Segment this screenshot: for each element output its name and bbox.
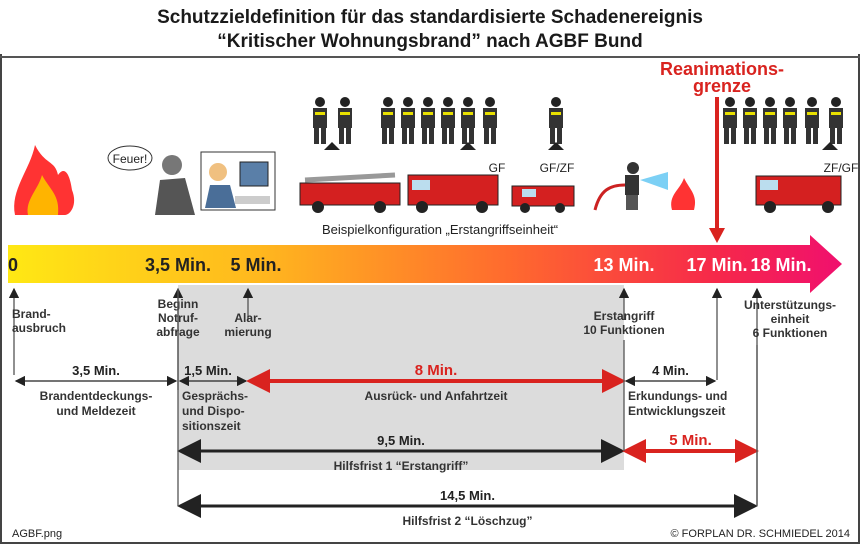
marker-description: Unterstützungs- xyxy=(744,298,836,312)
firefighter-icon xyxy=(313,97,327,144)
marker-label: 0 xyxy=(8,255,18,275)
label-zf-gf: ZF/GF xyxy=(824,161,859,175)
marker-description: Alar- xyxy=(234,311,261,325)
span-duration: 5 Min. xyxy=(669,432,712,449)
firefighter-icon xyxy=(441,97,455,144)
firefighter-icon xyxy=(783,97,797,144)
marker-label: 13 Min. xyxy=(593,255,654,275)
span-description: sitionszeit xyxy=(182,419,241,433)
example-caption: Beispielkonfiguration „Erstangriffseinhe… xyxy=(322,222,558,237)
firefighter-icon xyxy=(461,97,475,144)
firefighter-icon xyxy=(743,97,757,144)
marker-label: 3,5 Min. xyxy=(145,255,211,275)
dispatcher-icon xyxy=(200,151,276,211)
span-description: Ausrück- und Anfahrtzeit xyxy=(365,389,508,403)
span-description: Hilfsfrist 1 “Erstangriff” xyxy=(334,459,469,473)
turntable-ladder-icon xyxy=(299,172,401,213)
time-span: 14,5 Min. Hilfsfrist 2 “Löschzug” xyxy=(177,488,758,528)
timeline-bar xyxy=(8,235,842,293)
firefighter-icon xyxy=(483,97,497,144)
span-duration: 1,5 Min. xyxy=(184,363,232,378)
marker-description: mierung xyxy=(224,325,271,339)
caller-icon: Feuer! xyxy=(107,145,195,215)
span-description: Brandentdeckungs- xyxy=(40,389,153,403)
span-description: Gesprächs- xyxy=(182,389,248,403)
marker-description: Brand- xyxy=(12,307,51,321)
firefighter-icon xyxy=(381,97,395,144)
timeline-marker: 17 Min. xyxy=(686,255,748,380)
span-duration: 14,5 Min. xyxy=(440,488,495,503)
label-gf-zf: GF/ZF xyxy=(540,161,575,175)
time-span: 1,5 Min. Gesprächs-und Dispo-sitionszeit xyxy=(178,363,248,433)
firefighter-icon xyxy=(723,97,737,144)
title-line-1: Schutzzieldefinition für das standardisi… xyxy=(157,7,703,28)
firefighter-icon xyxy=(421,97,435,144)
copyright: © FORPLAN DR. SCHMIEDEL 2014 xyxy=(671,528,850,540)
fire-icon xyxy=(14,145,75,215)
span-description: Erkundungs- und xyxy=(628,389,727,403)
fire-engine-icon xyxy=(407,174,499,213)
reanimation-arrow-icon xyxy=(709,228,725,243)
position-marker-icon xyxy=(822,142,838,150)
marker-description: Erstangriff xyxy=(594,309,656,323)
position-marker-icon xyxy=(548,142,564,150)
fire-engine-2-icon xyxy=(755,175,842,213)
position-marker-icon xyxy=(324,142,340,150)
span-description: Entwicklungszeit xyxy=(628,404,725,418)
marker-label: 5 Min. xyxy=(230,255,281,275)
firefighter-icon xyxy=(763,97,777,144)
command-vehicle-icon xyxy=(511,185,575,213)
span-description: und Dispo- xyxy=(182,404,245,418)
span-duration: 9,5 Min. xyxy=(377,433,425,448)
title-line-2: “Kritischer Wohnungsbrand” nach AGBF Bun… xyxy=(217,31,642,52)
position-marker-icon xyxy=(460,142,476,150)
speech-bubble-text: Feuer! xyxy=(113,152,148,166)
firefighter-hose-icon xyxy=(593,162,696,211)
firefighter-icon xyxy=(549,97,563,144)
time-span: 9,5 Min. Hilfsfrist 1 “Erstangriff” xyxy=(177,433,625,473)
span-description: und Meldezeit xyxy=(56,404,135,418)
firefighter-icon xyxy=(401,97,415,144)
timeline-marker: 5 Min. Alar-mierung xyxy=(224,255,281,339)
reanimation-label-1: Reanimations- xyxy=(660,59,784,79)
time-span: 8 Min. Ausrück- und Anfahrtzeit xyxy=(246,362,626,403)
span-description: Hilfsfrist 2 “Löschzug” xyxy=(402,514,532,528)
file-name: AGBF.png xyxy=(12,528,62,540)
firefighter-icon xyxy=(805,97,819,144)
span-duration: 4 Min. xyxy=(652,363,689,378)
label-gf: GF xyxy=(489,161,506,175)
marker-description: ausbruch xyxy=(12,321,66,335)
marker-description: 10 Funktionen xyxy=(583,323,664,337)
span-duration: 3,5 Min. xyxy=(72,363,120,378)
marker-description: einheit xyxy=(771,312,810,326)
firefighter-icon xyxy=(338,97,352,144)
span-duration: 8 Min. xyxy=(415,362,458,379)
firefighter-groups xyxy=(313,97,843,150)
reanimation-label-2: grenze xyxy=(693,76,751,96)
time-span: 5 Min. xyxy=(622,432,759,463)
marker-label: 17 Min. xyxy=(686,255,747,275)
time-span: 3,5 Min. Brandentdeckungs-und Meldezeit xyxy=(14,363,178,418)
marker-label: 18 Min. xyxy=(750,255,811,275)
marker-description: 6 Funktionen xyxy=(753,326,828,340)
firefighter-icon xyxy=(829,97,843,144)
